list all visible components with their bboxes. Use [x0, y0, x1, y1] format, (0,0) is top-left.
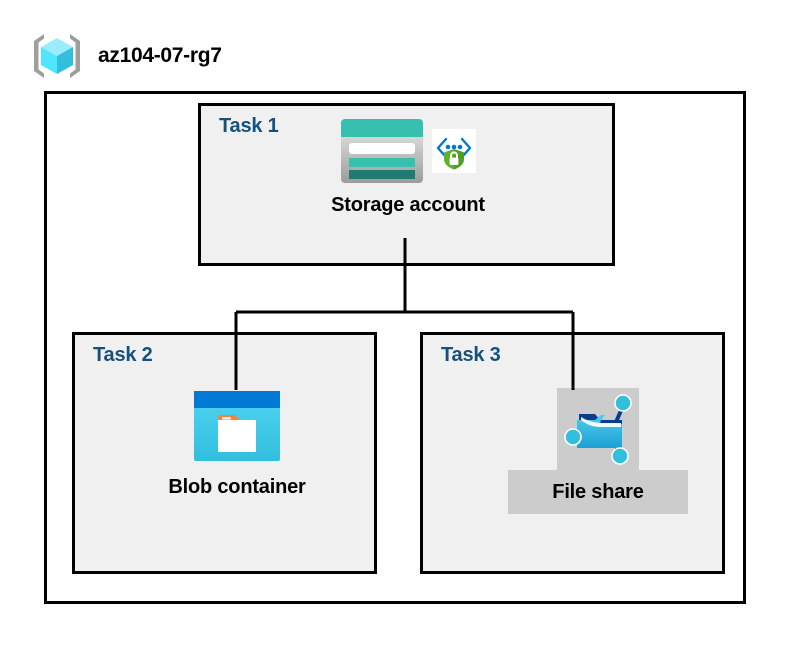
node-storage-account[interactable]: Storage account [298, 118, 518, 217]
file-share-label-wrap: File share [508, 470, 688, 514]
file-share-icon [564, 394, 632, 465]
file-share-icon-wrap [557, 388, 639, 470]
storage-account-caption: Storage account [331, 194, 485, 216]
resource-group-header: az104-07-rg7 [30, 26, 330, 86]
resource-group-name: az104-07-rg7 [98, 44, 222, 67]
node-blob-container[interactable]: Blob container [145, 390, 329, 499]
task-1-label: Task 1 [219, 115, 279, 137]
blob-container-icon [194, 391, 280, 461]
resource-group-cube-icon [34, 34, 80, 78]
blob-container-caption: Blob container [168, 476, 306, 498]
task-3-label: Task 3 [441, 344, 501, 366]
storage-icon-row [340, 118, 476, 184]
file-share-caption: File share [552, 480, 644, 503]
secure-endpoint-shield-icon [432, 129, 476, 173]
file-share-label-highlight [508, 470, 688, 514]
node-file-share[interactable]: File share [508, 388, 688, 514]
storage-account-icon [341, 119, 423, 183]
task-2-label: Task 2 [93, 344, 153, 366]
